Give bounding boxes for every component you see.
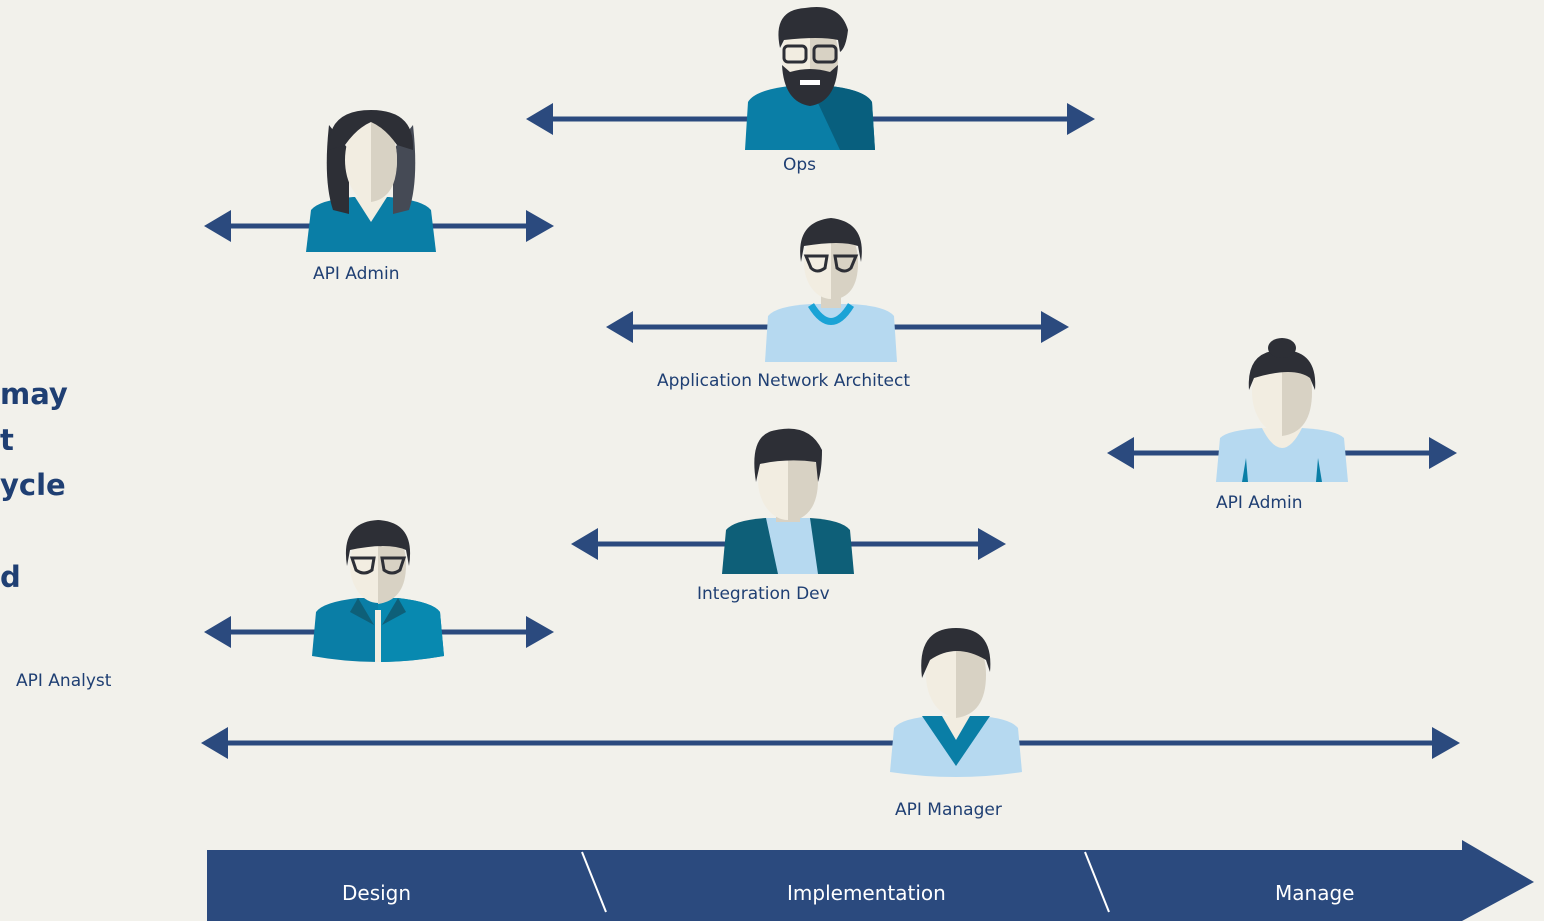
api-manager-avatar [890,628,1022,777]
phase-label-implementation: Implementation [787,881,946,905]
role-label-integration-dev: Integration Dev [697,584,830,604]
role-label-app-network-architect: Application Network Architect [657,371,910,391]
integration-dev-avatar [722,428,854,574]
api-analyst-avatar [312,520,444,662]
api-admin-1-avatar [306,110,436,252]
side-text-fragment: t [0,423,14,457]
phase-arrow [207,840,1534,921]
role-label-api-admin-2: API Admin [1216,493,1303,513]
app-network-architect-avatar [765,218,897,362]
side-text-fragment: ycle [0,468,66,502]
phase-label-manage: Manage [1275,881,1355,905]
role-label-api-manager: API Manager [895,800,1002,820]
phase-band [207,840,1534,921]
role-label-api-analyst: API Analyst [16,671,112,691]
role-label-ops: Ops [783,155,817,175]
side-text-fragment: d [0,560,21,594]
phase-label-design: Design [342,881,412,905]
role-label-api-admin-1: API Admin [313,264,400,284]
phase-divider [1084,851,1110,913]
phase-divider [581,851,607,913]
side-text-fragment: may [0,377,68,411]
role-arrow-api-manager [201,727,1460,759]
ops-avatar [745,6,875,150]
api-admin-2-avatar [1216,338,1348,482]
